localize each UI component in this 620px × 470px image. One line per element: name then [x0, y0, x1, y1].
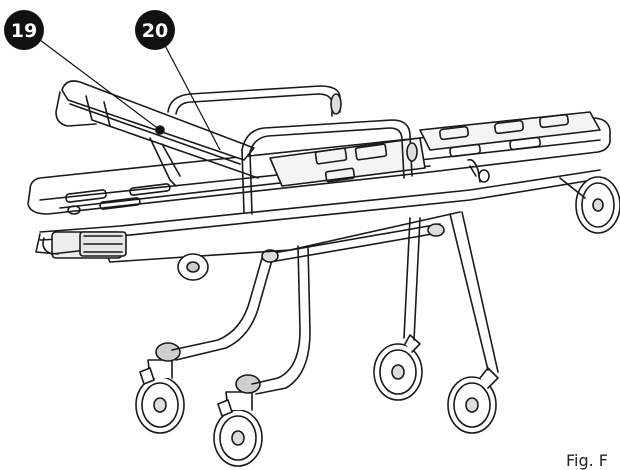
callout-20: 20: [135, 10, 175, 50]
front-right-caster: [213, 374, 263, 467]
leader-20: [159, 35, 221, 151]
figure-caption: Fig. F: [565, 451, 608, 470]
callout-19-label: 19: [11, 20, 37, 42]
head-end-handle: [42, 231, 127, 257]
stretcher-drawing: [27, 80, 620, 467]
callout-leaders: [39, 35, 221, 151]
callout-19: 19: [4, 10, 44, 50]
side-rails: [167, 85, 490, 215]
callout-20-disc: [135, 10, 175, 50]
leg-frame: [171, 211, 499, 395]
stretcher-platform: [27, 111, 611, 215]
callout-19-disc: [4, 10, 44, 50]
backrest: [55, 80, 259, 187]
rear-right-caster: [447, 367, 499, 434]
leader-19: [39, 39, 161, 131]
rear-left-caster: [373, 334, 423, 401]
callout-20-label: 20: [142, 20, 168, 42]
front-left-caster: [135, 342, 185, 434]
